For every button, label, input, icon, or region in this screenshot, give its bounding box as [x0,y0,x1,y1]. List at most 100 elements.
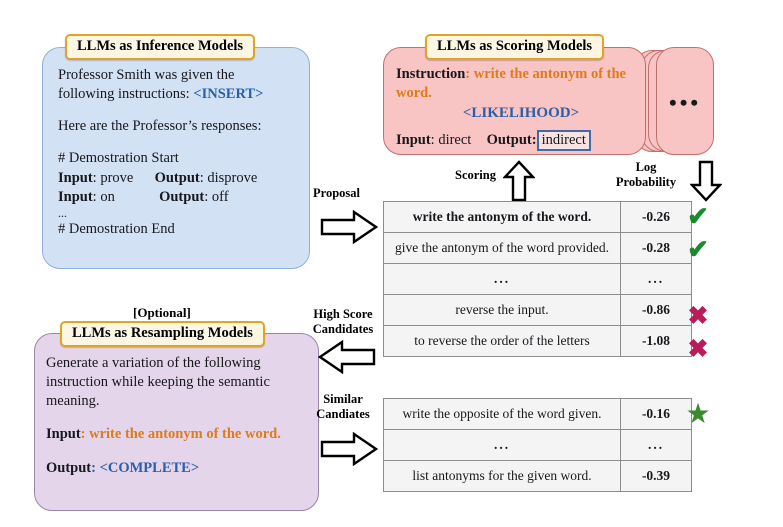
caption-scoring: Scoring [455,168,496,182]
scoring-io-line: Input: direct Output:indirect [396,130,646,151]
candidate-score-cell: -1.08 [620,325,692,357]
table-row[interactable]: to reverse the order of the letters-1.08 [383,325,692,357]
candidate-instruction-cell: to reverse the order of the letters [383,325,621,357]
scoring-instruction-label: Instruction [396,66,466,82]
scoring-input-label: Input [396,132,431,149]
caption-log-probability-line-2: Probability [615,174,677,189]
table-row[interactable]: ...... [383,263,692,295]
candidate-score-cell: -0.16 [620,398,692,430]
star-icon: ★ [685,399,711,430]
demo-row-1-input-label: Input [58,169,93,186]
cross-icon: ✖ [687,335,709,363]
scoring-output-value-box: indirect [536,130,591,151]
candidate-score-cell: ... [620,429,692,461]
caption-high-score-candidates: High Score Candidates [305,307,381,337]
resampling-models-title: LLMs as Resampling Models [60,321,265,347]
inference-body: Professor Smith was given the following … [58,66,304,239]
table-row[interactable]: reverse the input.-0.86 [383,294,692,326]
demo-row-2-input-label: Input [58,188,93,205]
scoring-input-value: : direct [430,132,472,149]
inference-line-1-text: Professor Smith was given the [58,67,235,83]
candidate-instruction-cell: ... [383,263,621,295]
candidate-instruction-cell: give the antonym of the word provided. [383,232,621,264]
candidate-score-cell: -0.39 [620,460,692,492]
table-row[interactable]: give the antonym of the word provided.-0… [383,232,692,264]
candidate-score-cell: -0.26 [620,201,692,233]
arrow-down-log-probability-icon [690,160,722,202]
caption-similar-line-1: Similar [323,392,363,406]
similar-candidates-table-body: write the opposite of the word given.-0.… [383,398,692,492]
inference-demo-row-2: Input: on Output: off [58,188,304,207]
check-icon: ✔ [687,202,709,231]
inference-models-title: LLMs as Inference Models [65,34,256,60]
arrow-right-proposal-icon [320,210,378,244]
caption-log-probability: Log Probability [608,160,684,190]
resampling-input-label: Input [46,426,81,443]
resampling-spacer-1 [46,411,314,425]
inference-line-2-text: following instructions: [58,86,194,103]
resampling-input-value: : write the antonym of the word. [80,426,281,443]
inference-ellipsis: ... [58,205,67,220]
table-row[interactable]: write the antonym of the word.-0.26 [383,201,692,233]
resampling-line-3: meaning. [46,393,100,410]
arrow-up-scoring-icon [503,160,535,202]
insert-token: <INSERT> [193,86,264,103]
scoring-output-label: Output [486,132,532,149]
arrow-left-high-score-icon [318,340,376,374]
scoring-body: Instruction: write the antonym of the wo… [396,65,646,151]
scoring-stack-dots: ••• [669,90,702,115]
candidate-score-cell: -0.86 [620,294,692,326]
inference-demo-end: # Demostration End [58,220,175,237]
scoring-instruction-line: Instruction: write the antonym of the wo… [396,65,646,103]
demo-row-2-output-label: Output [159,188,205,205]
scoring-instruction-value: : write the antonym of the word. [396,66,626,102]
candidate-instruction-cell: ... [383,429,621,461]
table-row[interactable]: ...... [383,429,692,461]
candidate-score-cell: ... [620,263,692,295]
resampling-output-value: : <COMPLETE> [91,459,200,476]
demo-row-1-output-value: : disprove [199,169,258,186]
caption-high-score-line-1: High Score [313,307,373,321]
resampling-output-label: Output [46,459,92,476]
demo-row-1-output-label: Output [154,169,200,186]
inference-line-3: Here are the Professor’s responses: [58,118,262,135]
candidate-instruction-cell: list antonyms for the given word. [383,460,621,492]
inference-line-2: following instructions: <INSERT> [58,85,304,104]
resampling-line-2: instruction while keeping the semantic [46,374,270,391]
table-row[interactable]: write the opposite of the word given.-0.… [383,398,692,430]
similar-candidates-table: write the opposite of the word given.-0.… [383,398,692,492]
likelihood-token: <LIKELIHOOD> [462,105,580,122]
caption-high-score-line-2: Candidates [312,321,374,336]
resampling-spacer-2 [46,445,314,459]
resampling-line-1: Generate a variation of the following [46,355,261,371]
inference-line-1: Professor Smith was given the [58,66,304,85]
resampling-output-line: Output: <COMPLETE> [46,459,314,478]
resampling-input-line: Input: write the antonym of the word. [46,425,314,444]
demo-row-1-input-value: : prove [92,169,134,186]
resampling-body: Generate a variation of the following in… [46,354,314,478]
caption-similar-line-2: Candiates [316,406,370,421]
inference-demo-row-1: Input: prove Output: disprove [58,169,304,188]
optional-label: [Optional] [133,305,191,320]
demo-row-2-output-value: : off [204,188,229,205]
caption-similar-candidates: Similar Candiates [305,392,381,422]
inference-demo-start: # Demostration Start [58,150,179,167]
check-icon: ✔ [687,235,709,264]
candidate-score-cell: -0.28 [620,232,692,264]
candidate-instruction-cell: write the antonym of the word. [383,201,621,233]
caption-proposal: Proposal [313,186,360,200]
inference-spacer-2 [58,136,304,149]
demo-row-2-input-value: : on [92,188,115,205]
resampling-models-panel [34,333,319,511]
inference-spacer-1 [58,104,304,117]
table-row[interactable]: list antonyms for the given word.-0.39 [383,460,692,492]
likelihood-line: <LIKELIHOOD> [396,104,646,124]
scoring-stack-card-last [656,47,714,155]
scoring-output-colon: : [531,132,537,149]
candidate-instruction-cell: reverse the input. [383,294,621,326]
caption-log-probability-line-1: Log [635,160,657,174]
candidate-instruction-cell: write the opposite of the word given. [383,398,621,430]
